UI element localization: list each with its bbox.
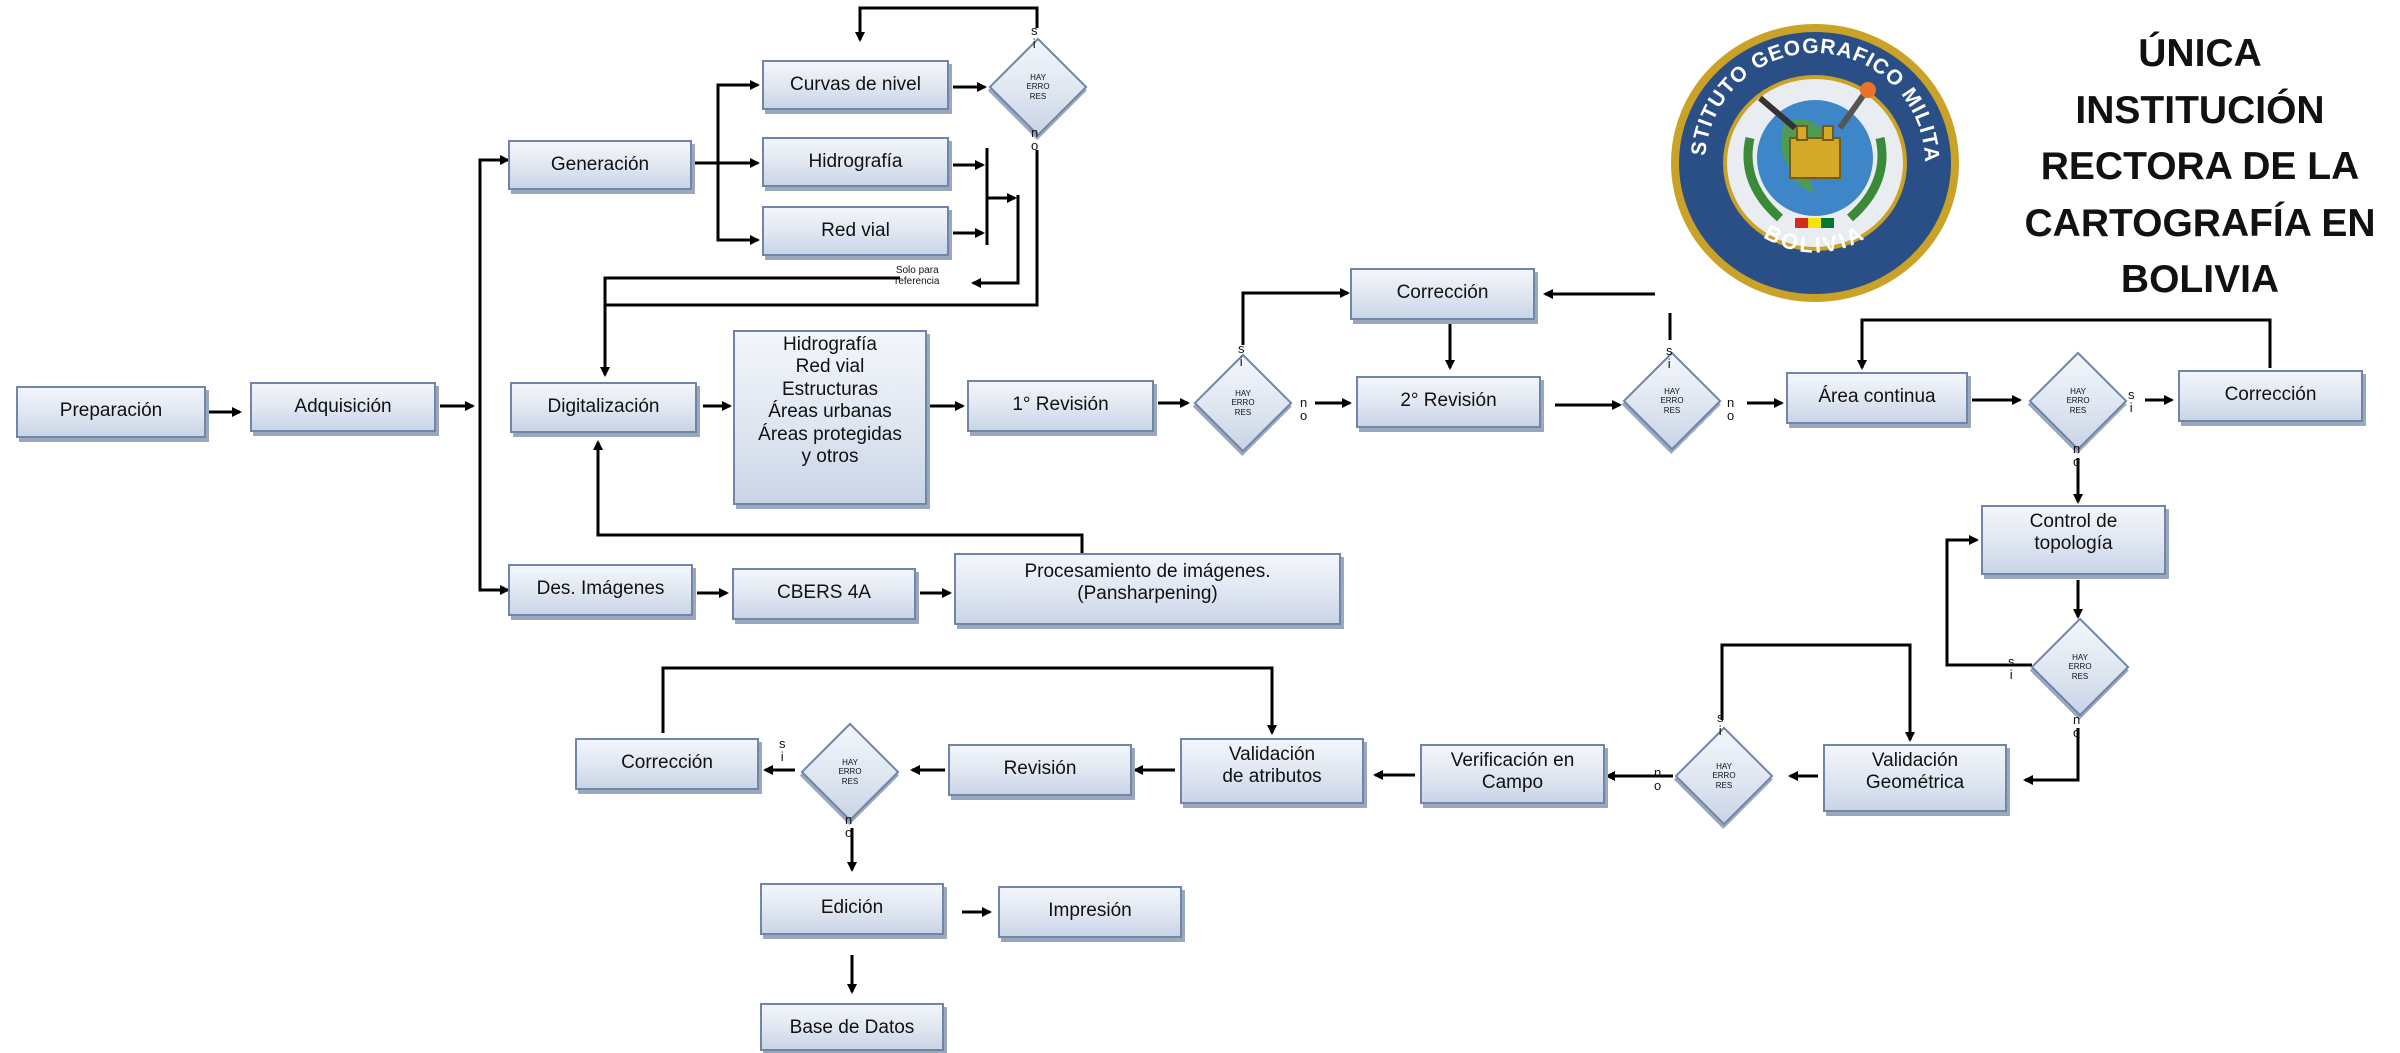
decision-text: HAY ERRO RES — [2066, 387, 2090, 415]
decision-text: HAY ERRO RES — [1026, 73, 1050, 101]
decision-validacion-geometrica: HAY ERRO RES — [1674, 726, 1774, 826]
node-curvas-de-nivel: Curvas de nivel — [762, 60, 949, 110]
decision-revision-1: HAY ERRO RES — [1193, 353, 1293, 453]
label-si: s i — [1666, 343, 1673, 371]
node-verificacion-campo: Verificación en Campo — [1420, 744, 1605, 804]
label-si: s i — [2008, 654, 2015, 682]
arrow-decision5-no — [2023, 728, 2080, 785]
instituto-geografico-militar-seal: INSTITUTO GEOGRAFICO MILITAR BOLIVIA — [1665, 18, 1959, 302]
node-area-continua: Área continua — [1786, 372, 1968, 424]
node-validacion-geometrica: Validación Geométrica — [1823, 744, 2007, 812]
decision-text: HAY ERRO RES — [1712, 762, 1736, 790]
node-revision-2: 2° Revisión — [1356, 376, 1541, 428]
note-solo-referencia: Solo para referencia — [895, 265, 940, 287]
decision-text: HAY ERRO RES — [2068, 653, 2092, 681]
arrow-to-generacion — [478, 155, 510, 406]
institution-tagline: ÚNICA INSTITUCIÓN RECTORA DE LA CARTOGRA… — [2024, 32, 2376, 302]
arrow-procesamiento-digitalizacion — [593, 440, 1084, 553]
node-cbers-4a: CBERS 4A — [732, 568, 916, 620]
node-validacion-atributos: Validación de atributos — [1180, 738, 1364, 804]
node-impresion: Impresión — [998, 886, 1182, 938]
arrow-decision1-no — [600, 150, 1039, 377]
label-no: n o — [1300, 395, 1308, 423]
label-no: n o — [2073, 712, 2081, 740]
node-edicion: Edición — [760, 883, 944, 935]
node-capas: Hidrografía Red vial Estructuras Áreas u… — [733, 330, 927, 505]
node-correccion-bottom: Corrección — [575, 738, 759, 790]
node-preparacion: Preparación — [16, 386, 206, 438]
label-no: n o — [1654, 765, 1662, 793]
node-procesamiento: Procesamiento de imágenes. (Pansharpenin… — [954, 553, 1341, 625]
decision-text: HAY ERRO RES — [1660, 387, 1684, 415]
node-adquisicion: Adquisición — [250, 382, 436, 432]
node-correccion-top: Corrección — [1350, 268, 1535, 320]
arrow-decision5-si — [1945, 535, 2032, 667]
arrow-correccion-back — [1857, 318, 2272, 370]
arrow-decision1-si — [855, 6, 1039, 42]
node-revision: Revisión — [948, 744, 1132, 796]
node-revision-1: 1° Revisión — [967, 380, 1154, 432]
arrow-solo-referencia — [971, 195, 1020, 288]
arrow-to-curvas — [716, 80, 760, 163]
label-si: s i — [2128, 387, 2135, 415]
label-no: n o — [845, 812, 853, 840]
label-si: s i — [779, 736, 786, 764]
label-no: n o — [1031, 125, 1039, 153]
arrow-referencia-left — [603, 276, 900, 305]
arrow-decision6-si — [1720, 643, 1915, 742]
node-des-imagenes: Des. Imágenes — [508, 564, 693, 616]
label-si: s i — [1031, 23, 1038, 51]
label-no: n o — [1727, 395, 1735, 423]
node-hidrografia: Hidrografía — [762, 137, 949, 187]
decision-revision: HAY ERRO RES — [800, 722, 900, 822]
arrow-to-des-imagenes — [478, 406, 510, 595]
node-correccion-right: Corrección — [2178, 370, 2363, 422]
decision-text: HAY ERRO RES — [1231, 389, 1255, 417]
node-digitalizacion: Digitalización — [510, 382, 697, 433]
node-red-vial: Red vial — [762, 206, 949, 256]
decision-area-continua: HAY ERRO RES — [2028, 351, 2128, 451]
node-generacion: Generación — [508, 140, 692, 190]
node-control-topologia: Control de topología — [1981, 505, 2166, 575]
decision-revision-2: HAY ERRO RES — [1622, 351, 1722, 451]
label-no: n o — [2073, 441, 2081, 469]
decision-text: HAY ERRO RES — [838, 758, 862, 786]
label-si: s i — [1717, 710, 1724, 738]
arrow-decision2-si — [1241, 288, 1350, 345]
arrow-to-red-vial — [716, 163, 760, 245]
arrow-correccion-validacion — [661, 666, 1277, 735]
label-si: s i — [1238, 341, 1245, 369]
decision-curvas: HAY ERRO RES — [988, 37, 1088, 137]
decision-topologia: HAY ERRO RES — [2030, 617, 2130, 717]
node-base-de-datos: Base de Datos — [760, 1003, 944, 1051]
